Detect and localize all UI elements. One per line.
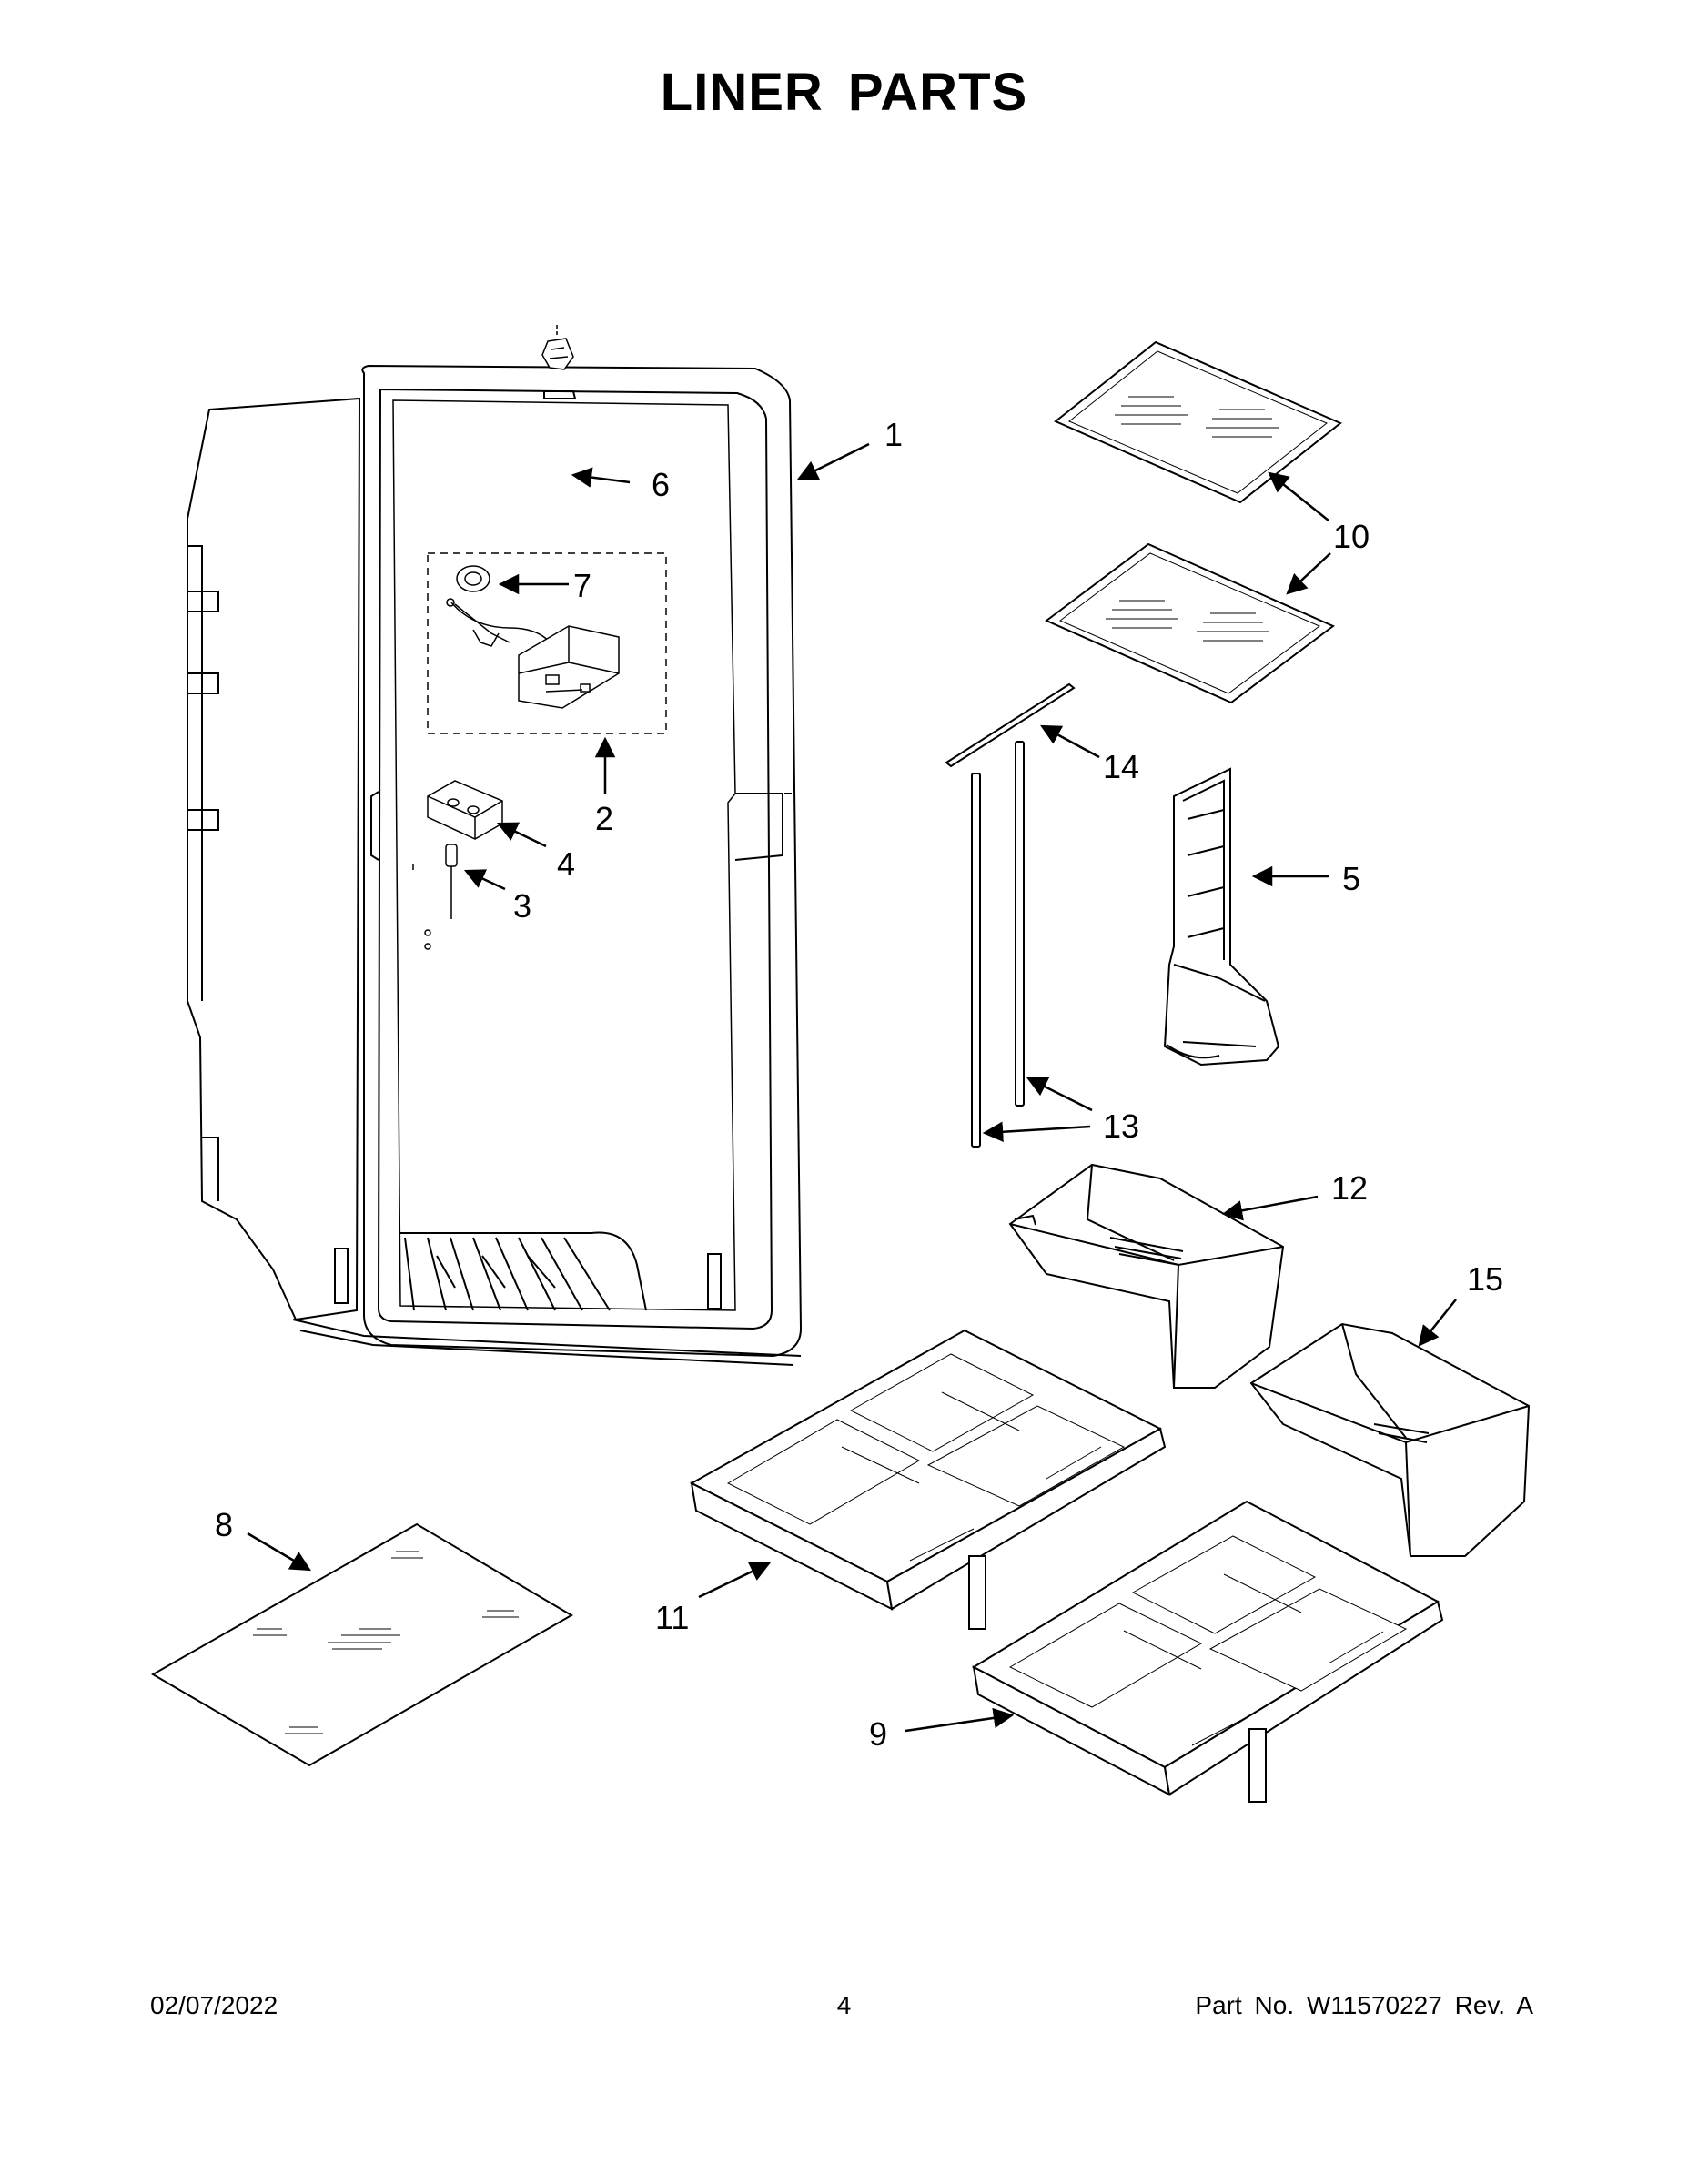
footer-page-number: 4 <box>836 1991 852 2019</box>
callout-14: 14 <box>1103 748 1139 785</box>
part-13-trim-strips <box>972 742 1024 1147</box>
footer-part-number: Part No. W11570227 Rev. A <box>1195 1991 1533 2019</box>
callout-6: 6 <box>652 466 670 503</box>
callout-1: 1 <box>884 416 903 453</box>
part-10-glass-shelf-upper <box>1056 342 1340 502</box>
part-11-shelf-frame <box>692 1330 1165 1629</box>
part-3-sensor <box>413 844 457 949</box>
part-15-drawer <box>1251 1324 1529 1556</box>
callout-9: 9 <box>869 1715 887 1753</box>
callout-7: 7 <box>573 567 591 604</box>
callout-3: 3 <box>513 887 531 925</box>
part-5-duct-cover <box>1165 769 1279 1065</box>
callout-15: 15 <box>1467 1260 1503 1298</box>
callout-labels: 1 2 3 4 5 6 7 8 9 10 11 12 13 14 15 <box>215 416 1503 1753</box>
callout-4: 4 <box>557 845 575 883</box>
callout-2: 2 <box>595 800 613 837</box>
part-12-drawer <box>1010 1165 1283 1388</box>
part-9-shelf-frame <box>974 1502 1442 1802</box>
part-14-trim-strip <box>946 684 1074 766</box>
part-10-glass-shelf-lower <box>1046 544 1333 703</box>
part-2-control-assembly <box>428 553 666 733</box>
callout-11: 11 <box>655 1599 689 1636</box>
footer-date: 02/07/2022 <box>150 1991 278 2019</box>
part-8-glass-panel <box>153 1524 571 1765</box>
part-6-clip <box>542 325 573 369</box>
callout-13: 13 <box>1103 1107 1139 1145</box>
callout-10: 10 <box>1333 518 1370 555</box>
callout-8: 8 <box>215 1506 233 1543</box>
page-title: LINER PARTS <box>660 63 1028 122</box>
callout-5: 5 <box>1342 860 1360 897</box>
part-callout-arrow <box>247 442 1457 1733</box>
callout-12: 12 <box>1331 1169 1368 1207</box>
liner-cabinet <box>187 366 801 1365</box>
